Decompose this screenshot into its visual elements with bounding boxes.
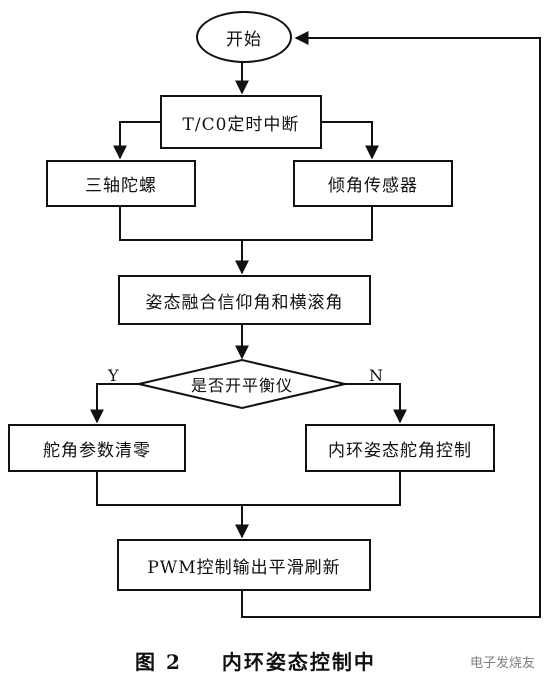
tilt-sensor-box: 倾角传感器 [293,160,453,207]
pwm-output-box: PWM控制输出平滑刷新 [117,539,371,591]
figure-caption: 图 2 内环姿态控制中 [135,646,376,675]
start-terminal: 开始 [196,11,292,63]
decision-label: 是否开平衡仪 [170,370,314,398]
inner-control-box: 内环姿态舵角控制 [305,424,495,472]
timer-interrupt-box: T/C0定时中断 [160,95,322,149]
inner-control-label: 内环姿态舵角控制 [328,440,472,461]
clear-params-label: 舵角参数清零 [43,440,151,461]
clear-params-box: 舵角参数清零 [8,424,186,472]
timer-interrupt-label: T/C0定时中断 [182,114,300,135]
figure-title: 内环姿态控制中 [221,650,376,674]
fusion-box: 姿态融合信仰角和横滚角 [118,275,371,325]
branch-yes-label: Y [108,366,119,385]
fusion-label: 姿态融合信仰角和横滚角 [145,292,344,313]
pwm-output-label: PWM控制输出平滑刷新 [147,557,341,578]
tilt-sensor-label: 倾角传感器 [328,176,418,196]
gyro-box: 三轴陀螺 [46,160,196,207]
watermark: 电子发烧友 [470,652,535,671]
watermark-text: 电子发烧友 [470,656,536,671]
start-label: 开始 [226,29,262,50]
figure-number: 图 2 [135,650,182,674]
gyro-label: 三轴陀螺 [85,176,157,196]
decision-text: 是否开平衡仪 [190,376,293,395]
branch-no-label: N [369,366,383,385]
